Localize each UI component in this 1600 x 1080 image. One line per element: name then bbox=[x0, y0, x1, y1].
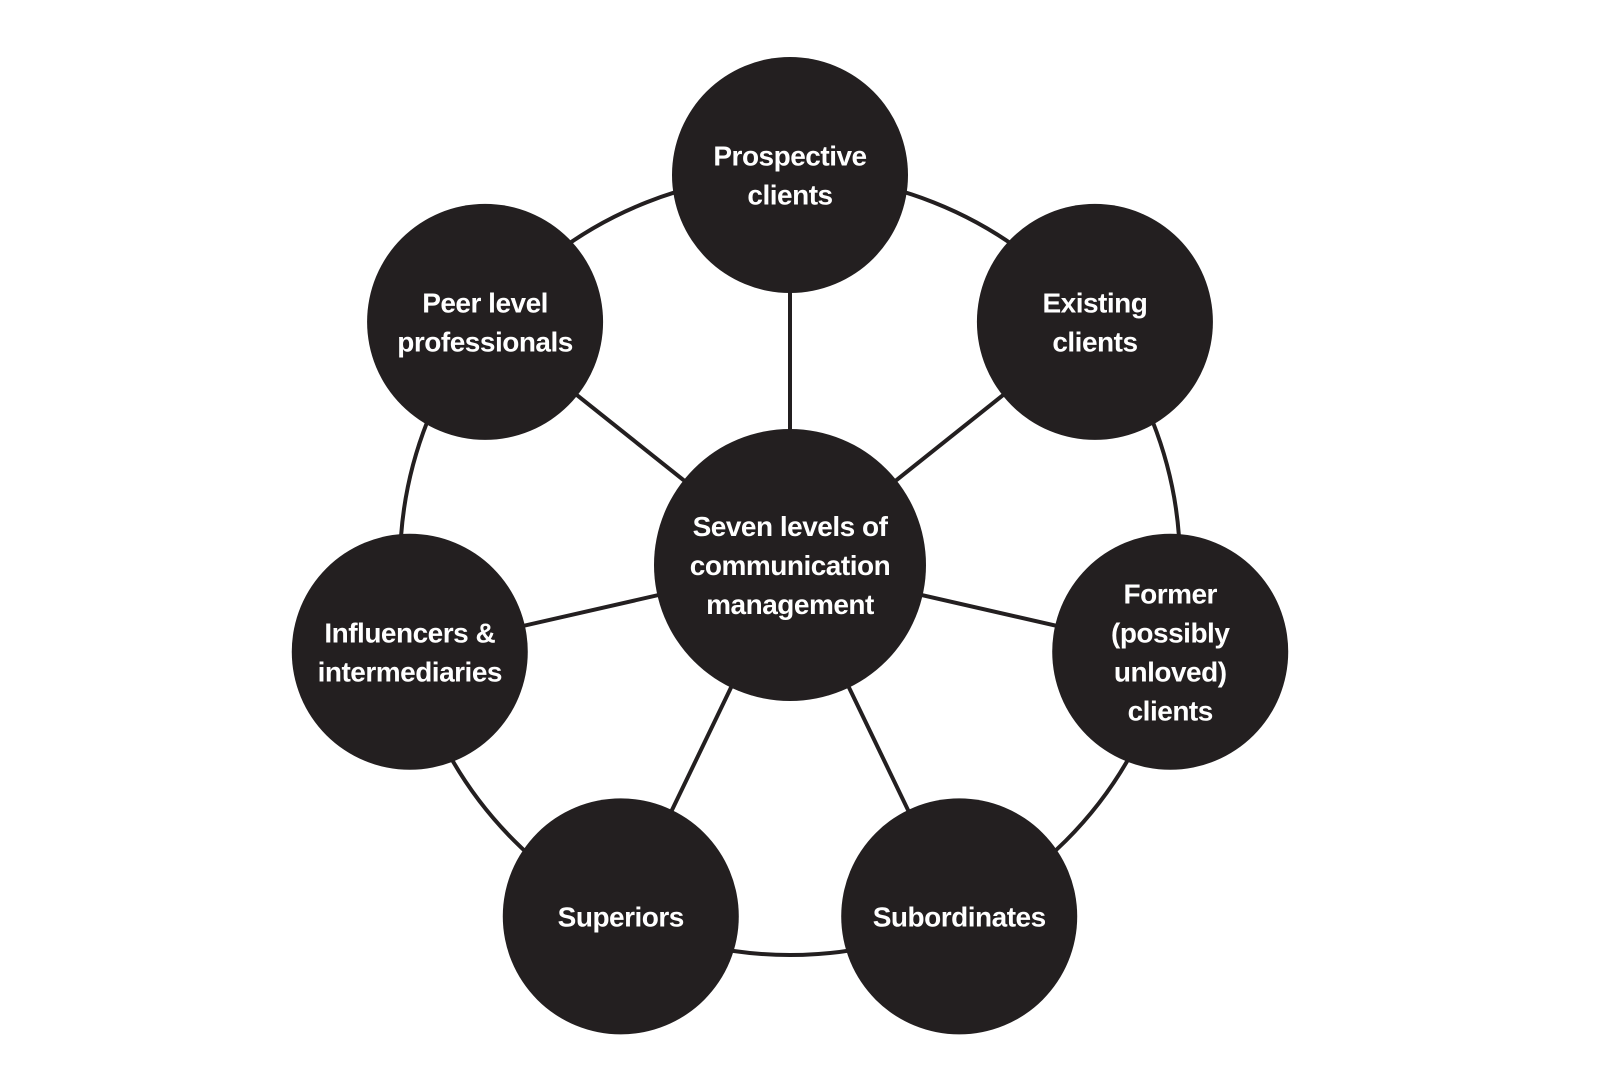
center-node-label-line: management bbox=[706, 589, 874, 620]
node-former-clients-label: Former (possibly unloved) clients bbox=[1111, 578, 1230, 726]
node-peer-level-professionals: Peer level professionals bbox=[367, 203, 604, 440]
center-node-circle bbox=[654, 429, 926, 701]
node-circle-prospective-clients bbox=[672, 57, 908, 293]
node-former-clients-label-line: Former bbox=[1123, 578, 1217, 609]
node-peer-level-professionals-label: Peer level professionals bbox=[397, 287, 573, 357]
node-subordinates: Subordinates bbox=[841, 798, 1078, 1035]
node-subordinates-label: Subordinates bbox=[873, 901, 1046, 932]
node-circle-influencers-intermediaries bbox=[291, 533, 528, 770]
node-influencers-intermediaries-label-line: intermediaries bbox=[318, 656, 502, 687]
center-node-label-line: Seven levels of bbox=[693, 511, 889, 542]
node-superiors-label-line: Superiors bbox=[558, 901, 684, 932]
node-former-clients: Former (possibly unloved) clients bbox=[1052, 533, 1289, 770]
node-existing-clients: Existing clients bbox=[976, 203, 1213, 440]
node-former-clients-label-line: (possibly bbox=[1111, 617, 1230, 648]
node-circle-peer-level-professionals bbox=[367, 203, 604, 440]
node-existing-clients-label-line: clients bbox=[1052, 326, 1137, 357]
node-prospective-clients-label-line: Prospective bbox=[713, 141, 866, 172]
node-existing-clients-label-line: Existing bbox=[1042, 287, 1147, 318]
node-influencers-intermediaries-label-line: Influencers & bbox=[324, 617, 495, 648]
node-former-clients-label-line: unloved) bbox=[1114, 656, 1227, 687]
center-node-label-line: communication bbox=[690, 550, 890, 581]
node-circle-superiors bbox=[502, 798, 739, 1035]
node-existing-clients-label: Existing clients bbox=[1042, 287, 1147, 357]
node-superiors-label: Superiors bbox=[558, 901, 684, 932]
node-peer-level-professionals-label-line: Peer level bbox=[422, 287, 548, 318]
node-influencers-intermediaries-label: Influencers & intermediaries bbox=[318, 617, 502, 687]
node-superiors: Superiors bbox=[502, 798, 739, 1035]
node-subordinates-label-line: Subordinates bbox=[873, 901, 1046, 932]
node-prospective-clients-label-line: clients bbox=[747, 180, 832, 211]
center-node-label: Seven levels of communication management bbox=[690, 511, 890, 620]
node-circle-existing-clients bbox=[976, 203, 1213, 440]
node-circle-former-clients bbox=[1052, 533, 1289, 770]
center-node: Seven levels of communication management bbox=[654, 429, 926, 701]
node-prospective-clients: Prospective clients bbox=[672, 57, 908, 293]
node-circle-subordinates bbox=[841, 798, 1078, 1035]
node-prospective-clients-label: Prospective clients bbox=[713, 141, 866, 211]
node-former-clients-label-line: clients bbox=[1128, 695, 1213, 726]
node-influencers-intermediaries: Influencers & intermediaries bbox=[291, 533, 528, 770]
node-peer-level-professionals-label-line: professionals bbox=[397, 326, 573, 357]
